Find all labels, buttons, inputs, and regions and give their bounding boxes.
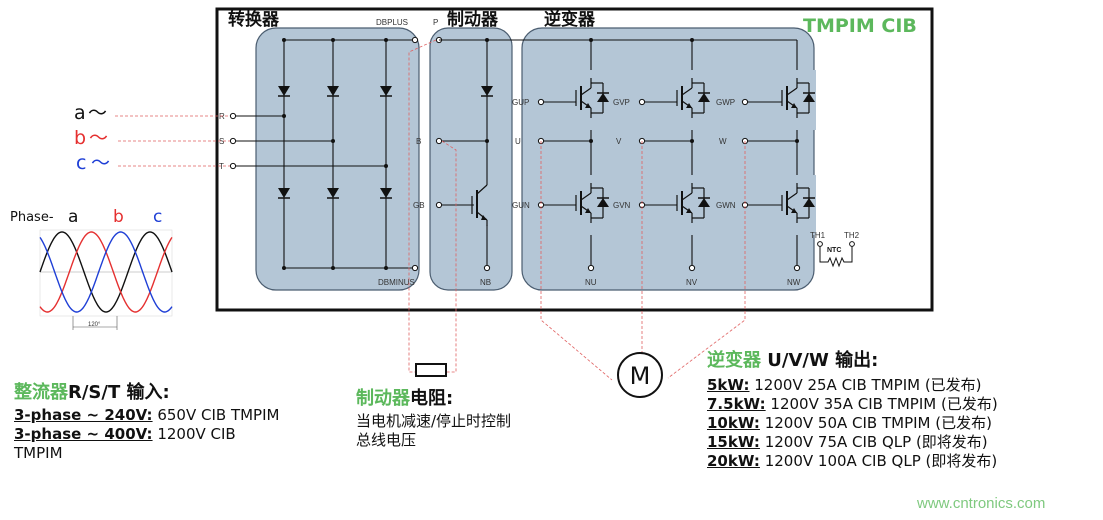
terminal-t: T: [219, 162, 224, 171]
uvw-row-desc: 1200V 75A CIB QLP (即将发布): [759, 433, 988, 451]
uvw-row-power: 5kW:: [707, 376, 750, 394]
motor-label: M: [630, 362, 651, 390]
module-frame: [215, 7, 934, 312]
brake-res-line1: 当电机减速/停止时控制: [356, 412, 512, 430]
terminal-v: V: [616, 137, 622, 146]
inverter-block: [521, 27, 815, 291]
terminal-gun: GUN: [512, 201, 530, 210]
inverter-title: 逆变器: [544, 9, 596, 30]
brake-res-line2: 总线电压: [356, 431, 417, 449]
phase-waveform: Phase- a b c 120°: [10, 207, 173, 330]
terminal-u: U: [515, 137, 521, 146]
svg-text:c: c: [76, 152, 86, 174]
rst-row3-text: TMPIM: [14, 444, 63, 462]
terminal-gb: GB: [413, 201, 425, 210]
terminal-gwp: GWP: [716, 98, 735, 107]
rectifier-wiring: [233, 39, 415, 269]
uvw-row: 20kW: 1200V 100A CIB QLP (即将发布): [707, 452, 998, 471]
terminal-dbplus: DBPLUS: [376, 18, 408, 27]
rst-row1-label: 3-phase ~ 240V:: [14, 406, 153, 424]
svg-text:TH2: TH2: [844, 231, 860, 240]
terminal-w: W: [719, 137, 727, 146]
terminal-s: S: [219, 137, 224, 146]
terminal-gvp: GVP: [613, 98, 630, 107]
inverter-igbts: [575, 70, 816, 235]
uvw-row: 15kW: 1200V 75A CIB QLP (即将发布): [707, 433, 998, 452]
svg-text:Phase-: Phase-: [10, 210, 54, 225]
svg-text:TH1: TH1: [810, 231, 826, 240]
terminal-gwn: GWN: [716, 201, 736, 210]
uvw-row: 7.5kW: 1200V 35A CIB TMPIM (已发布): [707, 395, 998, 414]
terminal-nu: NU: [585, 278, 597, 287]
input-phases: a ～ b ～ c ～: [74, 102, 110, 174]
svg-text:～: ～: [89, 127, 108, 149]
brake-block: [429, 27, 513, 291]
rst-block: 整流器R/S/T 输入: 3-phase ~ 240V: 650V CIB TM…: [14, 378, 279, 463]
uvw-title: U/V/W 输出:: [761, 350, 879, 371]
uvw-row-desc: 1200V 50A CIB TMPIM (已发布): [759, 414, 992, 432]
uvw-row-desc: 1200V 25A CIB TMPIM (已发布): [749, 376, 982, 394]
terminal-r: R: [219, 112, 225, 121]
ntc-thermistor: TH1 TH2 NTC: [810, 231, 860, 268]
rst-row2-text: 1200V CIB: [152, 425, 236, 443]
brake-igbt: [471, 184, 488, 226]
svg-text:c: c: [153, 207, 162, 227]
svg-text:NTC: NTC: [827, 247, 841, 254]
uvw-row-power: 15kW:: [707, 433, 760, 451]
terminal-gvn: GVN: [613, 201, 631, 210]
uvw-row-power: 20kW:: [707, 452, 760, 470]
rst-title: R/S/T 输入:: [68, 382, 170, 403]
rectifier-title: 转换器: [228, 9, 280, 30]
module-title: TMPIM CIB: [803, 15, 917, 37]
rectifier-block: [255, 27, 420, 291]
svg-text:a: a: [68, 207, 78, 227]
terminal-dbminus: DBMINUS: [378, 278, 415, 287]
motor-icon: [617, 352, 663, 398]
brake-title: 制动器: [447, 9, 499, 30]
uvw-row-desc: 1200V 100A CIB QLP (即将发布): [759, 452, 998, 470]
svg-text:120°: 120°: [88, 322, 101, 328]
svg-text:a: a: [74, 102, 86, 124]
terminal-nb: NB: [480, 278, 491, 287]
brake-terminals: [435, 36, 491, 272]
brake-resistor-block: 制动器电阻: 当电机减速/停止时控制 总线电压: [356, 384, 511, 450]
uvw-title-green: 逆变器: [707, 350, 761, 371]
terminal-p: P: [433, 18, 438, 27]
uvw-row: 5kW: 1200V 25A CIB TMPIM (已发布): [707, 376, 998, 395]
brake-res-title: 电阻:: [410, 388, 454, 409]
uvw-block: 逆变器 U/V/W 输出: 5kW: 1200V 25A CIB TMPIM (…: [707, 346, 998, 471]
uvw-rows: 5kW: 1200V 25A CIB TMPIM (已发布)7.5kW: 120…: [707, 376, 998, 471]
svg-text:b: b: [113, 207, 124, 227]
rst-row1-text: 650V CIB TMPIM: [152, 406, 280, 424]
rectifier-junctions: [282, 38, 388, 270]
terminal-nw: NW: [787, 278, 801, 287]
terminal-gup: GUP: [512, 98, 529, 107]
uvw-row-power: 10kW:: [707, 414, 760, 432]
svg-text:b: b: [74, 127, 86, 149]
uvw-row-power: 7.5kW:: [707, 395, 766, 413]
svg-text:～: ～: [88, 102, 107, 124]
rst-row2-label: 3-phase ~ 400V:: [14, 425, 153, 443]
brake-title-green: 制动器: [356, 388, 410, 409]
brake-resistor-symbol: [415, 363, 447, 377]
svg-text:～: ～: [91, 152, 110, 174]
terminal-b: B: [416, 137, 421, 146]
terminal-nv: NV: [686, 278, 698, 287]
rectifier-terminals: [229, 36, 419, 272]
watermark: www.cntronics.com: [917, 495, 1046, 512]
uvw-row-desc: 1200V 35A CIB TMPIM (已发布): [765, 395, 998, 413]
rst-title-green: 整流器: [14, 382, 68, 403]
uvw-row: 10kW: 1200V 50A CIB TMPIM (已发布): [707, 414, 998, 433]
